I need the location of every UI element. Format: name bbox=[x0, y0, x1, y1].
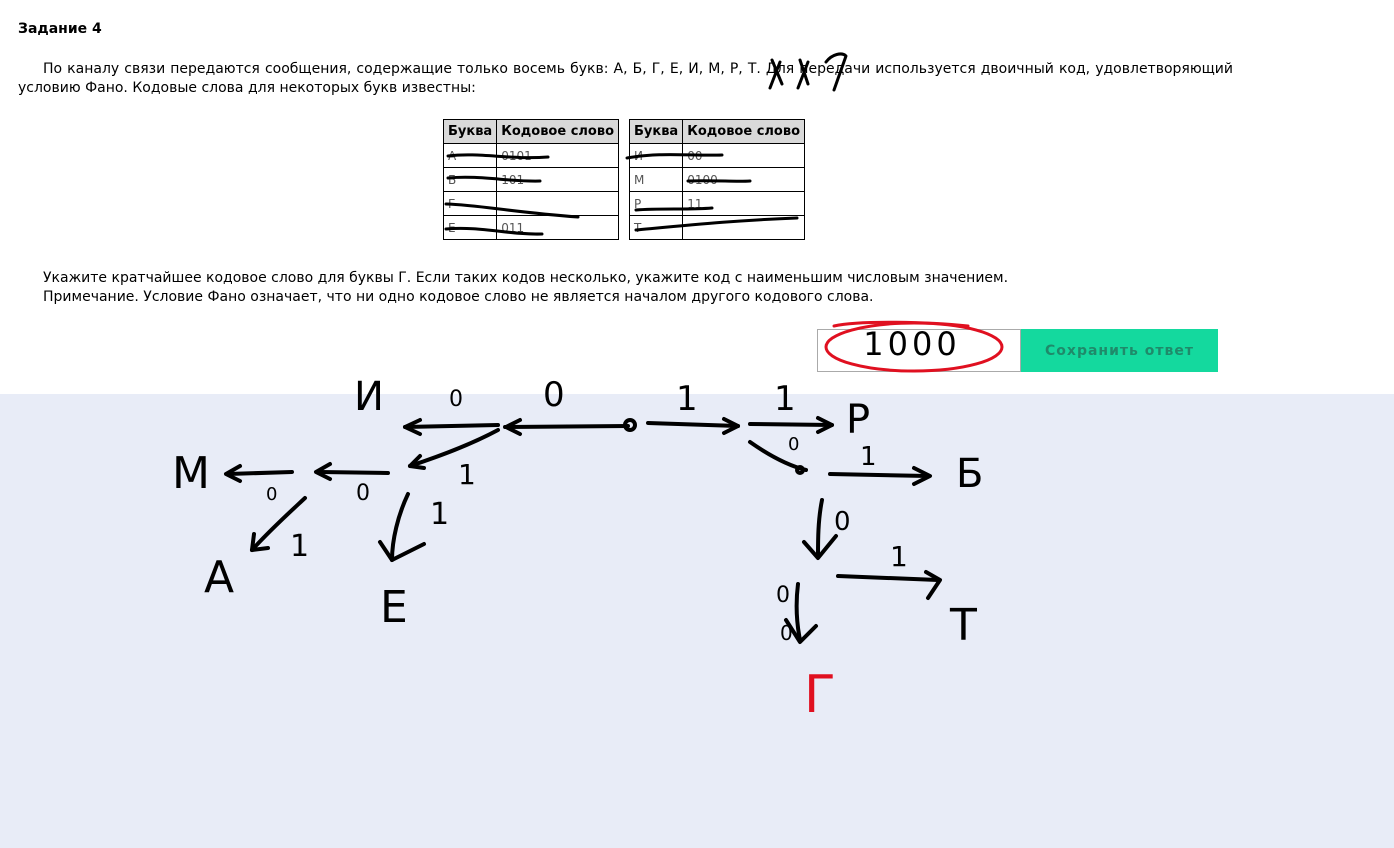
table-row: Г bbox=[442, 191, 620, 216]
table-row: Е 011 bbox=[442, 215, 620, 240]
code-cell: 0100 bbox=[682, 167, 806, 192]
table-row: И 00 bbox=[628, 143, 806, 168]
code-cell: 101 bbox=[496, 167, 620, 192]
table-row: А 0101 bbox=[442, 143, 620, 168]
letter-cell: Б bbox=[442, 167, 498, 192]
table-row: Р 11 bbox=[628, 191, 806, 216]
letter-cell: Е bbox=[442, 215, 498, 240]
column-header-code: Кодовое слово bbox=[496, 119, 620, 144]
code-cell: 11 bbox=[682, 191, 806, 216]
table-row: М 0100 bbox=[628, 167, 806, 192]
column-header-letter: Буква bbox=[442, 119, 498, 144]
question-line: Укажите кратчайшее кодовое слово для бук… bbox=[43, 270, 1009, 286]
workspace-background bbox=[0, 394, 1394, 848]
save-answer-button[interactable]: Сохранить ответ bbox=[1021, 329, 1218, 372]
code-cell bbox=[682, 215, 806, 240]
code-table-right: Буква Кодовое слово И 00 М 0100 Р 11 Т bbox=[628, 119, 806, 240]
letter-cell: М bbox=[628, 167, 684, 192]
question-text: Укажите кратчайшее кодовое слово для бук… bbox=[43, 269, 1008, 307]
note-line: Примечание. Условие Фано означает, что н… bbox=[43, 289, 874, 305]
answer-input[interactable] bbox=[817, 329, 1021, 372]
column-header-letter: Буква bbox=[628, 119, 684, 144]
table-row: Т bbox=[628, 215, 806, 240]
code-cell: 011 bbox=[496, 215, 620, 240]
letter-cell: Т bbox=[628, 215, 684, 240]
code-cell bbox=[496, 191, 620, 216]
column-header-code: Кодовое слово bbox=[682, 119, 806, 144]
code-cell: 00 bbox=[682, 143, 806, 168]
letter-cell: Р bbox=[628, 191, 684, 216]
table-row: Б 101 bbox=[442, 167, 620, 192]
task-statement: По каналу связи передаются сообщения, со… bbox=[18, 61, 1233, 96]
task-title: Задание 4 bbox=[18, 21, 102, 37]
letter-cell: А bbox=[442, 143, 498, 168]
letter-cell: И bbox=[628, 143, 684, 168]
code-table-left: Буква Кодовое слово А 0101 Б 101 Г Е 011 bbox=[442, 119, 620, 240]
code-cell: 0101 bbox=[496, 143, 620, 168]
letter-cell: Г bbox=[442, 191, 498, 216]
